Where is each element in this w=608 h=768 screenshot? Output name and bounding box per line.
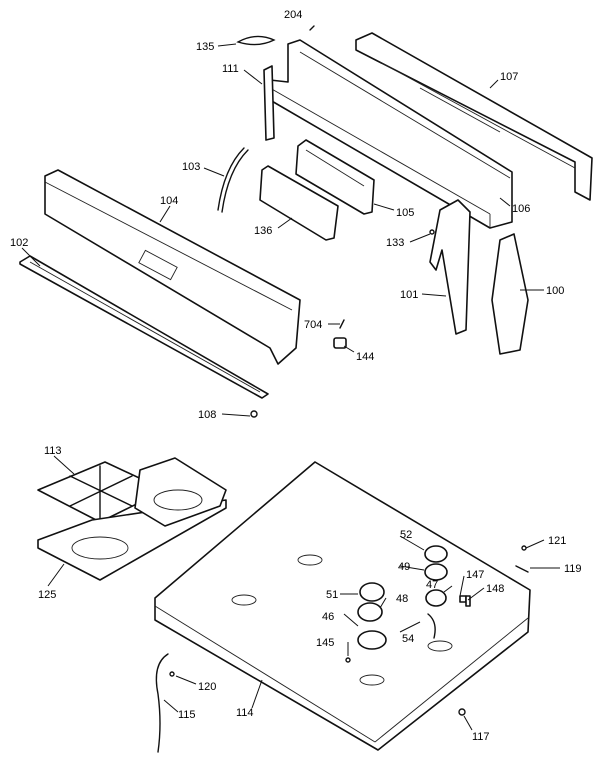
label-135: 135 bbox=[196, 41, 214, 53]
label-100: 100 bbox=[546, 285, 564, 297]
label-54: 54 bbox=[402, 633, 414, 645]
label-102: 102 bbox=[10, 237, 28, 249]
label-147: 147 bbox=[466, 569, 484, 581]
cooktop-114 bbox=[154, 461, 531, 751]
bracket-111 bbox=[263, 65, 275, 141]
control-panel-104 bbox=[44, 169, 301, 365]
label-108: 108 bbox=[198, 409, 216, 421]
label-145: 145 bbox=[316, 637, 334, 649]
label-48: 48 bbox=[396, 593, 408, 605]
label-106: 106 bbox=[512, 203, 530, 215]
label-148: 148 bbox=[486, 583, 504, 595]
label-49: 49 bbox=[398, 561, 410, 573]
label-117: 117 bbox=[472, 731, 490, 743]
control-knobs bbox=[357, 545, 448, 650]
label-114: 114 bbox=[236, 707, 254, 719]
label-101: 101 bbox=[400, 289, 418, 301]
label-136: 136 bbox=[254, 225, 272, 237]
label-51: 51 bbox=[326, 589, 338, 601]
label-52: 52 bbox=[400, 529, 412, 541]
small-parts-lower bbox=[155, 545, 529, 753]
label-105: 105 bbox=[396, 207, 414, 219]
label-119: 119 bbox=[564, 563, 582, 575]
label-113: 113 bbox=[44, 445, 62, 457]
label-115: 115 bbox=[178, 709, 196, 721]
label-46: 46 bbox=[322, 611, 334, 623]
label-120: 120 bbox=[198, 681, 216, 693]
label-704: 704 bbox=[304, 319, 322, 331]
timer-module-105 bbox=[295, 139, 375, 215]
label-111: 111 bbox=[222, 63, 239, 75]
clip-135 bbox=[236, 35, 276, 46]
backguard-frame-106 bbox=[269, 39, 513, 229]
label-47: 47 bbox=[426, 579, 438, 591]
label-103: 103 bbox=[182, 161, 200, 173]
rod-103 bbox=[217, 147, 249, 213]
side-bracket-101 bbox=[429, 199, 471, 335]
lens-136 bbox=[259, 165, 339, 241]
leader-lines bbox=[21, 43, 560, 731]
label-121: 121 bbox=[548, 535, 566, 547]
label-133: 133 bbox=[386, 237, 404, 249]
backguard-panel-107 bbox=[355, 32, 593, 201]
small-parts-upper bbox=[250, 229, 435, 418]
label-104: 104 bbox=[160, 195, 178, 207]
trim-strip-102 bbox=[19, 255, 269, 399]
label-107: 107 bbox=[500, 71, 518, 83]
grate-support-125 bbox=[37, 457, 227, 581]
part-labels: 204 135 111 107 103 104 105 106 136 102 … bbox=[10, 9, 582, 743]
label-125: 125 bbox=[38, 589, 56, 601]
screw-204 bbox=[309, 25, 315, 31]
label-144: 144 bbox=[356, 351, 374, 363]
end-cap-100 bbox=[491, 233, 529, 355]
label-204: 204 bbox=[284, 9, 302, 21]
